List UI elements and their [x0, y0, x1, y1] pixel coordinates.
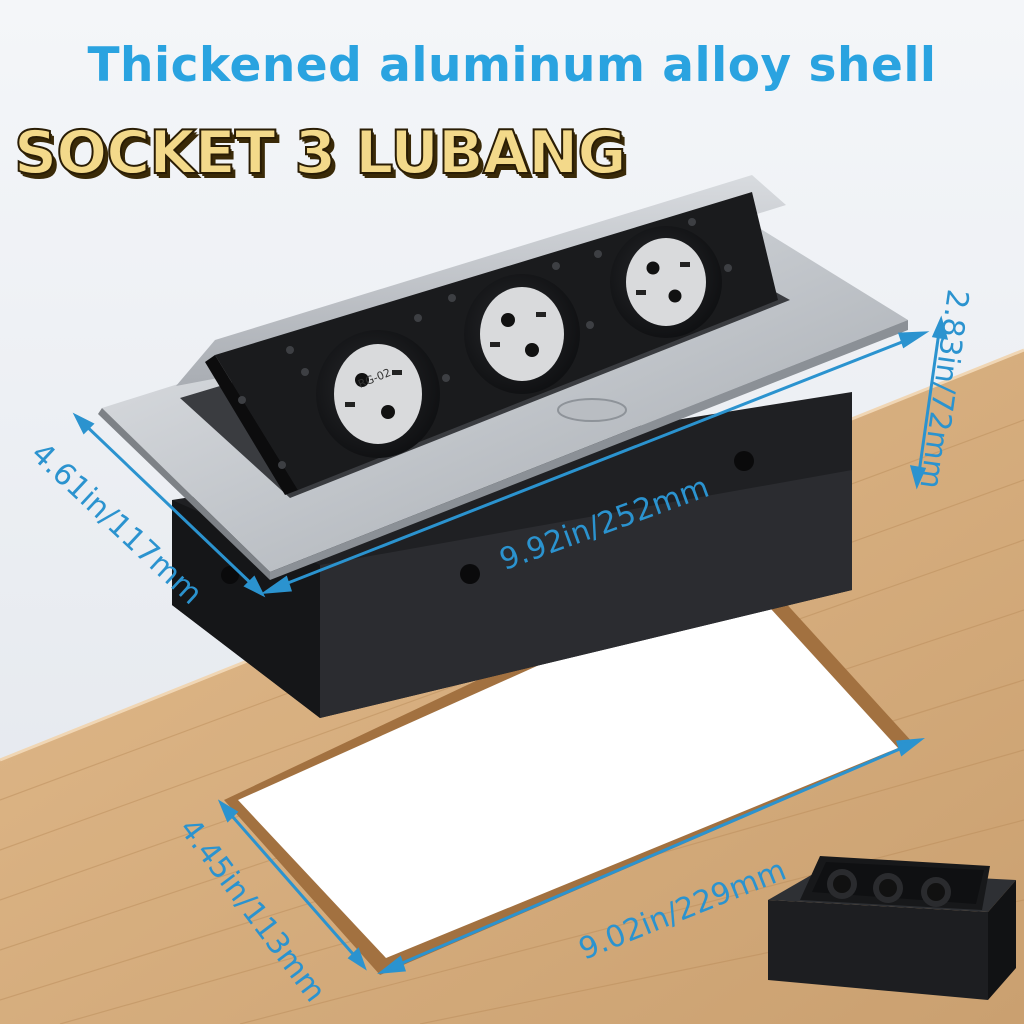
socket-outlet-2 — [464, 274, 580, 394]
headline: Thickened aluminum alloy shell — [87, 38, 937, 93]
socket-outlet-3 — [610, 226, 722, 338]
dimension-lines — [72, 315, 949, 974]
product-title: SOCKET 3 LUBANG — [13, 117, 628, 189]
desk-cutout — [224, 555, 914, 975]
product-thumbnail — [768, 856, 1016, 1000]
socket-outlet-1 — [316, 330, 440, 458]
